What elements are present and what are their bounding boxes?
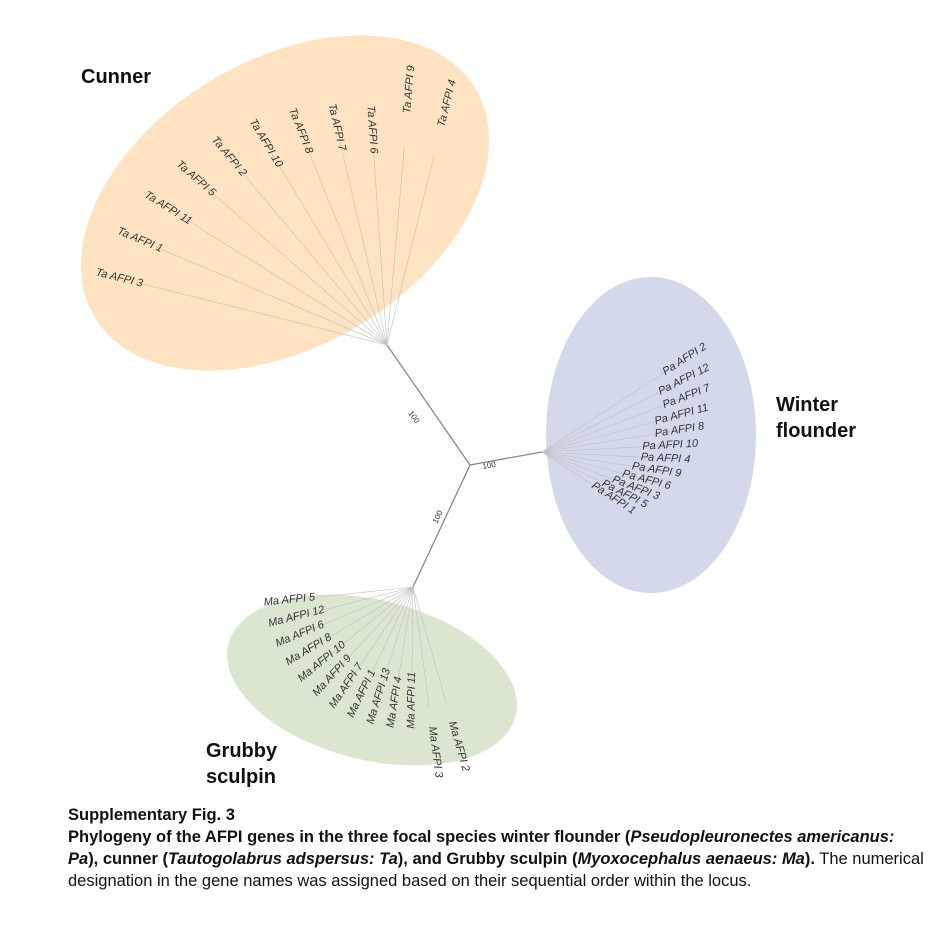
winter-flounder-leaf-branch xyxy=(541,378,686,453)
winter-flounder-leaf-branch xyxy=(541,444,677,453)
caption-part-5: ), and Grubby sculpin ( xyxy=(397,850,578,868)
phylogenetic-tree: Ta AFPI 4Ta AFPI 9Ta AFPI 6Ta AFPI 7Ta A… xyxy=(80,35,856,788)
cunner-leaf-branch xyxy=(206,188,388,346)
grubby-sculpin-leaf-branch xyxy=(284,586,414,601)
winter-flounder-leaf-label: Pa AFPI 10 xyxy=(642,438,699,453)
winter-flounder-leaf-branch xyxy=(541,451,622,504)
grubby-sculpin-leaf-branch xyxy=(393,586,414,709)
bootstrap-label-winter-flounder: 100 xyxy=(482,460,497,471)
grubby-sculpin-leaf-branch xyxy=(304,586,414,653)
winter-flounder-leaf-branch xyxy=(541,451,643,491)
caption-part-3: ), cunner ( xyxy=(88,850,168,868)
cunner-leaf-branch xyxy=(338,137,388,346)
caption-part-6: Myoxocephalus aenaeus: Ma xyxy=(577,850,805,868)
group-label-winter-flounder-line-2: flounder xyxy=(776,420,856,442)
winter-flounder-leaf-branch xyxy=(541,451,662,472)
group-label-grubby-sculpin: Grubby sculpin xyxy=(206,740,283,788)
winter-flounder-leaf-branch xyxy=(541,451,633,499)
grubby-sculpin-clade-ellipse xyxy=(227,594,517,766)
branch-winter-flounder xyxy=(469,451,543,466)
cunner-leaf-branch xyxy=(270,151,388,346)
figure-label: Supplementary Fig. 3 xyxy=(68,806,235,824)
cunner-clade-ellipse xyxy=(80,35,490,371)
grubby-sculpin-leaf-branch xyxy=(315,586,414,668)
cunner-leaf-branch xyxy=(304,141,388,346)
winter-flounder-leaf-branch xyxy=(541,396,687,453)
group-label-cunner-line: Cunner xyxy=(81,66,151,88)
cunner-leaf-branch xyxy=(372,139,388,346)
caption-part-7: ). xyxy=(804,850,815,868)
winter-flounder-leaf-branch xyxy=(541,360,683,453)
cunner-leaf-branch xyxy=(386,157,435,346)
grubby-sculpin-leaf-branch xyxy=(376,586,414,705)
winter-flounder-leaf-branch xyxy=(541,413,685,453)
branch-cunner xyxy=(386,344,471,466)
cunner-leaf-branch xyxy=(178,214,388,346)
grubby-sculpin-leaf-branch xyxy=(343,586,414,691)
grubby-sculpin-leaf-branch xyxy=(412,586,447,703)
group-label-cunner: Cunner xyxy=(81,66,151,88)
cunner-leaf-branch xyxy=(237,166,388,346)
cunner-leaf-branch xyxy=(136,282,388,346)
cunner-leaf-label: Ta AFPI 6 xyxy=(364,105,379,155)
caption-part-2: Pseudopleuronectes americanus: Pa xyxy=(68,828,895,868)
grubby-sculpin-leaf-label: Ma AFPI 11 xyxy=(405,672,418,729)
winter-flounder-leaf-branch xyxy=(541,451,653,482)
group-label-grubby-sculpin-line-2: sculpin xyxy=(206,766,276,788)
grubby-sculpin-leaf-branch xyxy=(295,586,414,637)
backbone-branches xyxy=(386,344,543,588)
bootstrap-label-cunner: 100 xyxy=(406,409,421,426)
cunner-leaf-label: Ta AFPI 9 xyxy=(401,65,417,114)
figure-description: Phylogeny of the AFPI genes in the three… xyxy=(68,826,928,892)
grubby-sculpin-leaf-branch xyxy=(288,586,414,620)
winter-flounder-leaf-branch xyxy=(541,429,682,453)
cunner-leaf-branch xyxy=(386,145,405,346)
leaf-branches xyxy=(136,137,687,709)
branch-grubby-sculpin xyxy=(412,464,471,588)
winter-flounder-leaf-label: Pa AFPI 4 xyxy=(640,451,690,466)
group-label-winter-flounder-line-1: Winter xyxy=(776,394,838,416)
cunner-leaf-branch xyxy=(155,246,388,346)
winter-flounder-leaf-branch xyxy=(541,451,670,459)
grubby-sculpin-leaf-branch xyxy=(411,586,414,709)
figure-caption: Supplementary Fig. 3 Phylogeny of the AF… xyxy=(68,804,928,892)
caption-part-4: Tautogolabrus adspersus: Ta xyxy=(167,850,398,868)
grubby-sculpin-leaf-branch xyxy=(328,586,414,680)
grubby-sculpin-leaf-branch xyxy=(359,586,414,699)
caption-part-1: Phylogeny of the AFPI genes in the three… xyxy=(68,828,631,846)
group-label-winter-flounder: Winter flounder xyxy=(776,394,856,442)
group-label-grubby-sculpin-line-1: Grubby xyxy=(206,740,278,762)
grubby-sculpin-leaf-branch xyxy=(412,586,430,708)
grubby-sculpin-leaf-label: Ma AFPI 5 xyxy=(263,591,316,608)
caption-part-8: The numerical designation in the gene na… xyxy=(68,850,924,890)
